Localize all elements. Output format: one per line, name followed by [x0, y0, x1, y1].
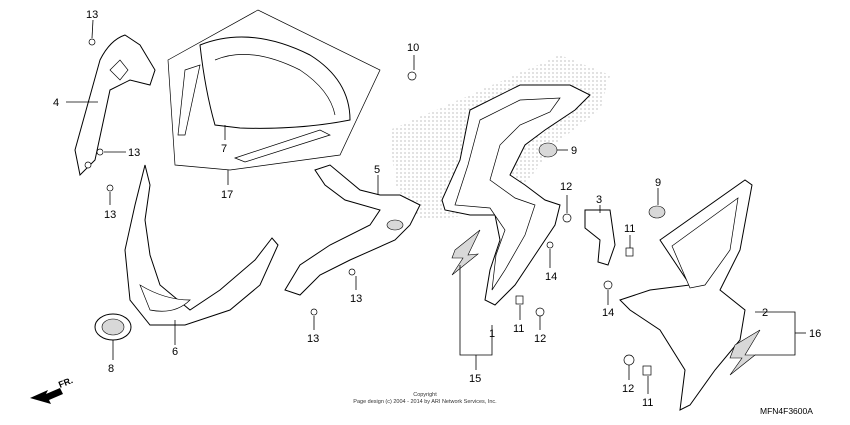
callout-6: 6 — [172, 346, 178, 358]
callout-15: 15 — [469, 373, 481, 385]
callout-12-mid: 12 — [534, 333, 546, 345]
callout-17: 17 — [221, 189, 233, 201]
windscreen-kit-frame — [167, 9, 381, 171]
callout-13-cowl-low: 13 — [307, 333, 319, 345]
callout-13-mid: 13 — [128, 147, 140, 159]
callout-11-upper: 11 — [624, 223, 635, 235]
callout-1: 1 — [489, 328, 495, 340]
inner-cover — [124, 164, 279, 326]
front-direction-arrow-icon: FR. — [30, 375, 74, 404]
side-cowl-inner — [441, 84, 591, 306]
callout-11-mid: 11 — [513, 323, 524, 335]
callout-5: 5 — [374, 164, 380, 176]
callout-14-right: 14 — [602, 307, 614, 319]
callout-12-upper: 12 — [560, 181, 572, 193]
callout-14-left: 14 — [545, 271, 557, 283]
leader-lines — [66, 19, 806, 394]
copyright-line-2: Page design (c) 2004 - 2014 by ARI Netwo… — [353, 399, 497, 405]
callout-3: 3 — [596, 194, 602, 206]
callout-13-bracket-low: 13 — [104, 209, 116, 221]
callout-8: 8 — [108, 363, 114, 375]
svg-text:FR.: FR. — [57, 375, 74, 390]
small-cover — [584, 209, 616, 266]
wing-emblem-left — [451, 229, 481, 276]
side-cowl-outer — [619, 179, 761, 411]
callout-10: 10 — [407, 42, 419, 54]
grommet-upper — [538, 142, 558, 158]
callout-13-top: 13 — [86, 9, 98, 21]
callout-4: 4 — [53, 97, 59, 109]
middle-cowl — [284, 164, 421, 296]
callout-13-cowl: 13 — [350, 293, 362, 305]
grommet-lower — [648, 205, 666, 219]
callout-11-lower: 11 — [642, 397, 653, 409]
callout-16: 16 — [809, 328, 821, 340]
meter-bracket — [74, 34, 156, 177]
callout-9-upper: 9 — [571, 145, 577, 157]
callout-9-lower: 9 — [655, 177, 661, 189]
callout-2: 2 — [762, 307, 768, 319]
ring-part — [94, 313, 132, 341]
copyright-line-1: Copyright — [413, 392, 437, 398]
fasteners — [88, 38, 652, 376]
diagram-code: MFN4F3600A — [760, 406, 813, 416]
wing-emblem — [729, 329, 761, 376]
callout-7: 7 — [221, 143, 227, 155]
callout-12-lower: 12 — [622, 383, 634, 395]
